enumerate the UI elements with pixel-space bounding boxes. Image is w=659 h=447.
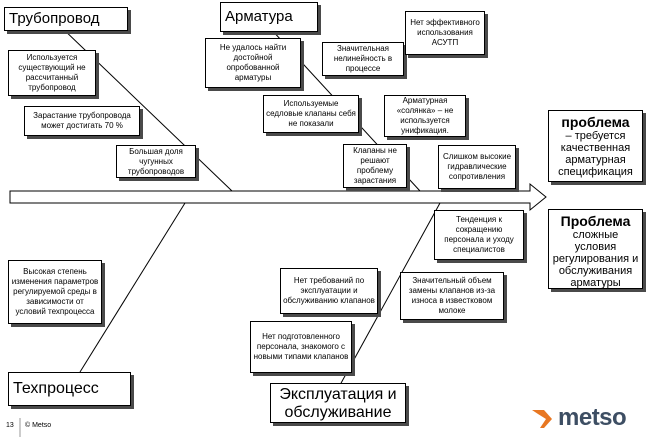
cause-no-unification: Арматурная «солянка» – не используется у…: [384, 95, 466, 137]
problem-2-text: сложные условия регулирования и обслужив…: [552, 229, 639, 289]
cause-high-hydraulic-resistance: Слишком высокие гидравлические сопротивл…: [438, 145, 516, 189]
cause-staff-reduction: Тенденция к сокращению персонала и уходу…: [434, 210, 524, 260]
cause-valve-replacement: Значительный объем замены клапанов из-за…: [400, 272, 504, 320]
cause-existing-pipeline: Используется существующий не рассчитанны…: [8, 50, 96, 96]
bone-process: [79, 202, 186, 373]
problem-1-text: – требуется качественная арматурная спец…: [558, 130, 633, 178]
cause-cast-iron-share: Большая доля чугунных трубопроводов: [116, 145, 196, 178]
cause-valves-overgrowth: Клапаны не решают проблему зарастания: [343, 144, 407, 188]
cause-seat-valves-failed: Используемые седловые клапаны себя не по…: [263, 95, 359, 133]
spine-arrow: [9, 182, 547, 212]
metso-logo: metso: [528, 402, 638, 436]
category-operation-line2: обслуживание: [284, 404, 392, 421]
problem-valve-specification: проблема – требуется качественная армату…: [548, 110, 643, 182]
cause-pipeline-overgrowth: Зарастание трубопровода может достигать …: [24, 106, 140, 136]
problem-2-title: Проблема: [560, 213, 631, 229]
page-number: 13: [6, 422, 14, 429]
category-pipeline: Трубопровод: [4, 7, 128, 31]
cause-no-proven-valves: Не удалось найти достойной опробованной …: [205, 38, 301, 88]
bone-operation: [339, 202, 441, 386]
cause-process-variation: Высокая степень изменения параметров рег…: [8, 260, 102, 324]
category-operation-line1: Эксплуатация и: [279, 386, 397, 403]
cause-untrained-staff: Нет подготовленного персонала, знакомого…: [250, 321, 352, 373]
category-valves: Арматура: [220, 2, 318, 32]
metso-logo-icon: [532, 410, 552, 428]
cause-no-dcs-use: Нет эффективного использования АСУТП: [405, 11, 485, 55]
metso-logo-text: metso: [558, 404, 627, 431]
copyright: © Metso: [25, 422, 52, 429]
problem-regulation-conditions: Проблема сложные условия регулирования и…: [548, 209, 643, 289]
cause-process-nonlinearity: Значительная нелинейность в процессе: [322, 42, 404, 76]
category-process: Техпроцесс: [8, 372, 131, 406]
cause-no-maintenance-requirements: Нет требований по эксплуатации и обслужи…: [280, 268, 378, 314]
category-operation: Эксплуатация и обслуживание: [270, 383, 406, 423]
problem-1-title: проблема: [561, 114, 630, 130]
